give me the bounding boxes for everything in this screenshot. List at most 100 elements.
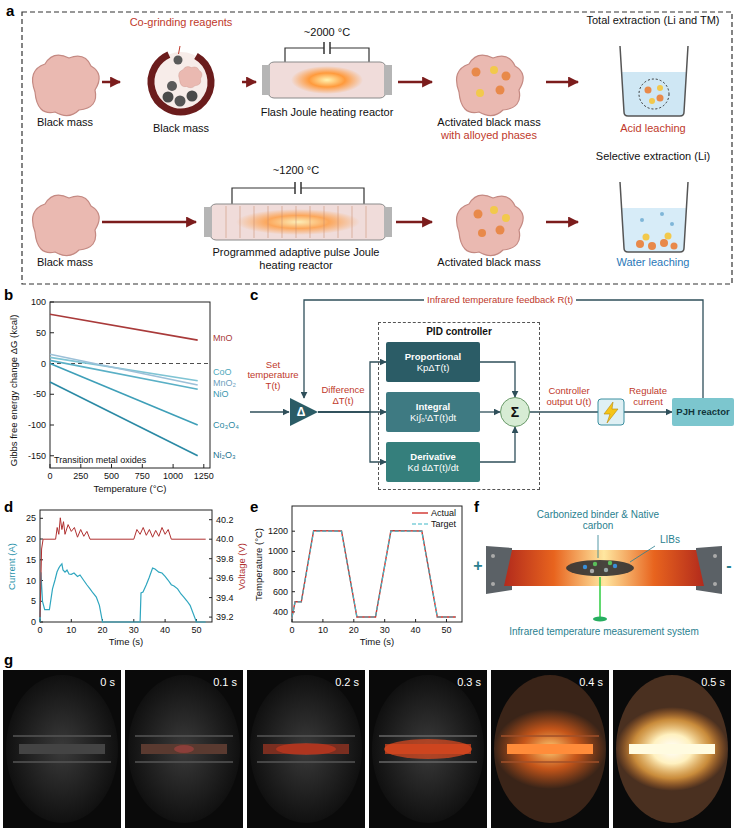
text-label: 1200 <box>260 526 288 536</box>
connector-arrow <box>102 81 120 84</box>
text-label: Difference ΔT(t) <box>320 385 366 407</box>
node-text: Δ <box>290 405 311 419</box>
text-label: Time (s) <box>337 637 417 648</box>
text-label: 750 <box>127 471 157 481</box>
panel-letter: d <box>4 498 18 515</box>
text-label: 0 <box>35 471 65 481</box>
pulse-reactor: ~1200 °CProgrammed adaptive pulse Joule … <box>196 164 396 274</box>
temperature-chart <box>292 531 447 622</box>
text-label: 500 <box>97 471 127 481</box>
flash-photo <box>384 739 472 759</box>
ball-mill <box>163 92 174 103</box>
heating-strip <box>608 561 612 565</box>
proportional-box: ProportionalKpΔT(t) <box>386 342 480 382</box>
text-label: 0 <box>20 359 46 369</box>
set-point-arrow <box>250 412 289 413</box>
activated-blob <box>457 195 524 255</box>
node-text: KpΔT(t) <box>417 362 450 373</box>
flash-photo <box>257 736 355 762</box>
text-label: MnO₂ <box>213 378 245 388</box>
reactor-tube <box>232 188 364 204</box>
beaker <box>648 242 656 250</box>
flash-photo <box>263 744 349 754</box>
text-label: 0 <box>16 617 36 627</box>
text-label: 10 <box>16 576 36 586</box>
text-label: 20 <box>93 625 113 635</box>
node-text: Co-grinding reagents <box>120 16 242 29</box>
heating-strip <box>604 568 608 572</box>
heating-strip <box>713 554 717 558</box>
panel-letter: a <box>6 2 20 19</box>
connector-arrow <box>546 81 578 84</box>
heating-strip <box>713 582 717 586</box>
dashed-frame <box>22 12 732 284</box>
text-label: 400 <box>260 607 288 617</box>
text-label: Infrared temperature measurement system <box>479 626 729 638</box>
text-label: 30 <box>124 625 144 635</box>
activated-mass: Activated black mass <box>432 180 546 271</box>
text-label: Time (s) <box>86 637 166 648</box>
integral-box: IntegralKi∫₀ᵗΔT(t)dt <box>386 392 480 432</box>
text-label: 20 <box>16 534 36 544</box>
connector-arrow <box>102 221 196 224</box>
reactor-tube <box>236 209 360 235</box>
heating-strip <box>566 560 634 576</box>
reactor-tube <box>323 42 325 54</box>
text-label: 0.1 s <box>197 676 237 689</box>
connector-arrow <box>242 81 256 84</box>
text-label: Ni₂O₃ <box>213 450 245 460</box>
reactor-tube <box>291 66 363 94</box>
reactor-tube <box>384 65 392 95</box>
flash-photo <box>616 675 728 823</box>
reactor-tube <box>384 207 392 237</box>
node-text: Total extraction (Li and TM) <box>578 14 728 27</box>
temperature-chart <box>292 531 456 617</box>
connector-arrow <box>398 81 432 84</box>
beaker <box>665 233 672 240</box>
current-voltage-chart <box>40 564 206 622</box>
beaker <box>620 46 688 252</box>
current-voltage-chart <box>40 510 212 622</box>
panel-letter: + <box>471 557 485 575</box>
black-mass-blob <box>33 55 100 115</box>
reactor-tube <box>210 204 386 240</box>
reactor-tube <box>226 206 366 238</box>
activated-mass: Activated black masswith alloyed phases <box>432 40 546 144</box>
node-text: PJH reactor <box>676 406 729 417</box>
power-source <box>604 402 618 423</box>
text-label: 0.5 s <box>685 676 725 689</box>
node-text: Water leaching <box>578 256 728 269</box>
beaker <box>622 208 687 252</box>
node-text: Kd dΔT(t)/dt <box>407 462 458 473</box>
node-text: Integral <box>416 401 450 412</box>
text-label: 20 <box>342 625 366 635</box>
current-voltage-chart <box>40 518 206 617</box>
text-label: 15 <box>16 555 36 565</box>
text-label: 39.4 <box>216 593 240 603</box>
gibbs-chart <box>50 314 198 340</box>
heating-strip <box>630 546 655 562</box>
node-text: Activated black mass <box>432 256 546 269</box>
text-label: 10 <box>311 625 335 635</box>
flash-photo <box>494 675 606 823</box>
activated-blob <box>476 89 484 97</box>
reactor-tube <box>268 62 386 98</box>
gibbs-chart <box>50 364 198 426</box>
black-mass: Black mass <box>28 180 102 271</box>
reactor-tube <box>329 42 331 54</box>
connector-arrow <box>318 362 386 412</box>
text-label: Co₃O₄ <box>213 420 245 430</box>
text-label: 30 <box>373 625 397 635</box>
heating-strip <box>491 554 495 558</box>
activated-blob <box>457 55 524 115</box>
beaker <box>640 218 644 222</box>
pid-controller: PID controllerProportionalKpΔT(t) Integra… <box>378 322 540 490</box>
reactor-tube <box>204 207 212 237</box>
flash-photo <box>128 675 240 823</box>
legend-text: Actual <box>431 508 456 518</box>
connector-arrow <box>396 221 432 224</box>
water-beaker: Selective extraction (Li)Water leaching <box>578 150 728 271</box>
ball-mill <box>179 67 202 88</box>
node-text: PID controller <box>379 326 539 338</box>
